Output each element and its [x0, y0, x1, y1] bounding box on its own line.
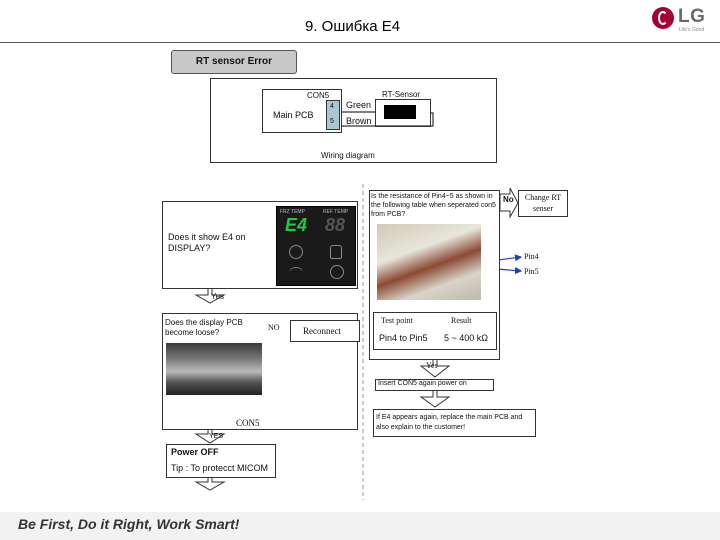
ref-value: 88	[325, 215, 346, 235]
no-label-1: NO	[268, 323, 280, 332]
yes-label-2: YES	[209, 433, 224, 440]
footer-slogan: Be First, Do it Right, Work Smart!	[18, 516, 240, 532]
insert-con5-text: Insert CON5 again power on	[378, 380, 467, 387]
replace-pcb-text: If E4 appears again, replace the main PC…	[376, 414, 523, 431]
no-label-2: No	[503, 195, 514, 204]
rt-sensor-box	[375, 99, 431, 127]
con5-photo-label: CON5	[236, 418, 260, 428]
change-rt-sensor-box	[518, 190, 568, 217]
replace-pcb-box	[373, 409, 536, 437]
table-header-test-point: Test point	[381, 316, 413, 325]
lg-face-icon	[652, 7, 674, 29]
resistance-table	[373, 312, 497, 350]
pin5-label: 5	[330, 118, 334, 125]
table-cell-result: 5 ~ 400 kΩ	[444, 333, 489, 343]
pin5-arrow-label: Pin5	[524, 267, 539, 276]
rt-sensor-label: RT-Sensor	[382, 90, 421, 99]
logo-tagline: Life's Good	[679, 27, 705, 33]
table-cell-test-point: Pin4 to Pin5	[379, 333, 428, 343]
brown-wire-label: Brown	[346, 116, 372, 126]
main-pcb-box	[262, 89, 342, 133]
e4-code: E4	[285, 215, 308, 235]
connector-pcb-photo	[377, 224, 481, 300]
insert-con5-box	[375, 379, 494, 391]
yes-label-3: Yes	[426, 361, 438, 370]
sensor-chip-icon	[384, 105, 416, 119]
pin4-arrow-label: Pin4	[524, 252, 539, 261]
lg-logo: LG Life's Good	[652, 6, 712, 36]
display-question-text: Does it show E4 on DISPLAY?	[168, 232, 246, 253]
yes-label-1: Yes	[211, 292, 225, 301]
rt-sensor-error-banner: RT sensor Error	[171, 50, 297, 74]
loose-question-text: Does the display PCB become loose?	[165, 318, 243, 337]
display-panel-image: FRZ TEMP REF TEMP E4 88	[276, 206, 356, 286]
power-off-box	[166, 444, 276, 478]
power-icon	[330, 265, 344, 279]
resistance-question-text: Is the resistance of Pin4~5 as shown in …	[371, 193, 496, 218]
con5-label: CON5	[307, 91, 330, 100]
wiring-diagram-frame	[210, 78, 497, 163]
display-pcb-photo	[166, 343, 262, 395]
reconnect-box	[290, 320, 360, 342]
header-divider	[0, 42, 720, 43]
footer-bar	[0, 512, 720, 540]
frz-temp-label: FRZ TEMP	[280, 209, 305, 215]
lock-icon	[330, 245, 342, 259]
green-wire-label: Green	[346, 100, 372, 110]
reconnect-text: Reconnect	[303, 326, 341, 336]
wiring-caption: Wiring diagram	[321, 151, 375, 160]
pin4-label: 4	[330, 103, 334, 110]
ice-icon	[289, 267, 303, 279]
page-title: 9. Ошибка E4	[305, 18, 401, 35]
power-off-text: Power OFF	[171, 447, 219, 457]
fan-icon	[289, 245, 303, 259]
table-header-result: Result	[451, 316, 472, 325]
logo-text: LG	[678, 6, 706, 27]
con5-connector	[326, 100, 340, 130]
ref-temp-label: REF TEMP	[323, 209, 349, 215]
change-rt-sensor-text: Change RT senser	[524, 193, 562, 213]
tip-text: Tip : To protecct MICOM	[171, 463, 269, 473]
main-pcb-label: Main PCB	[273, 110, 314, 120]
